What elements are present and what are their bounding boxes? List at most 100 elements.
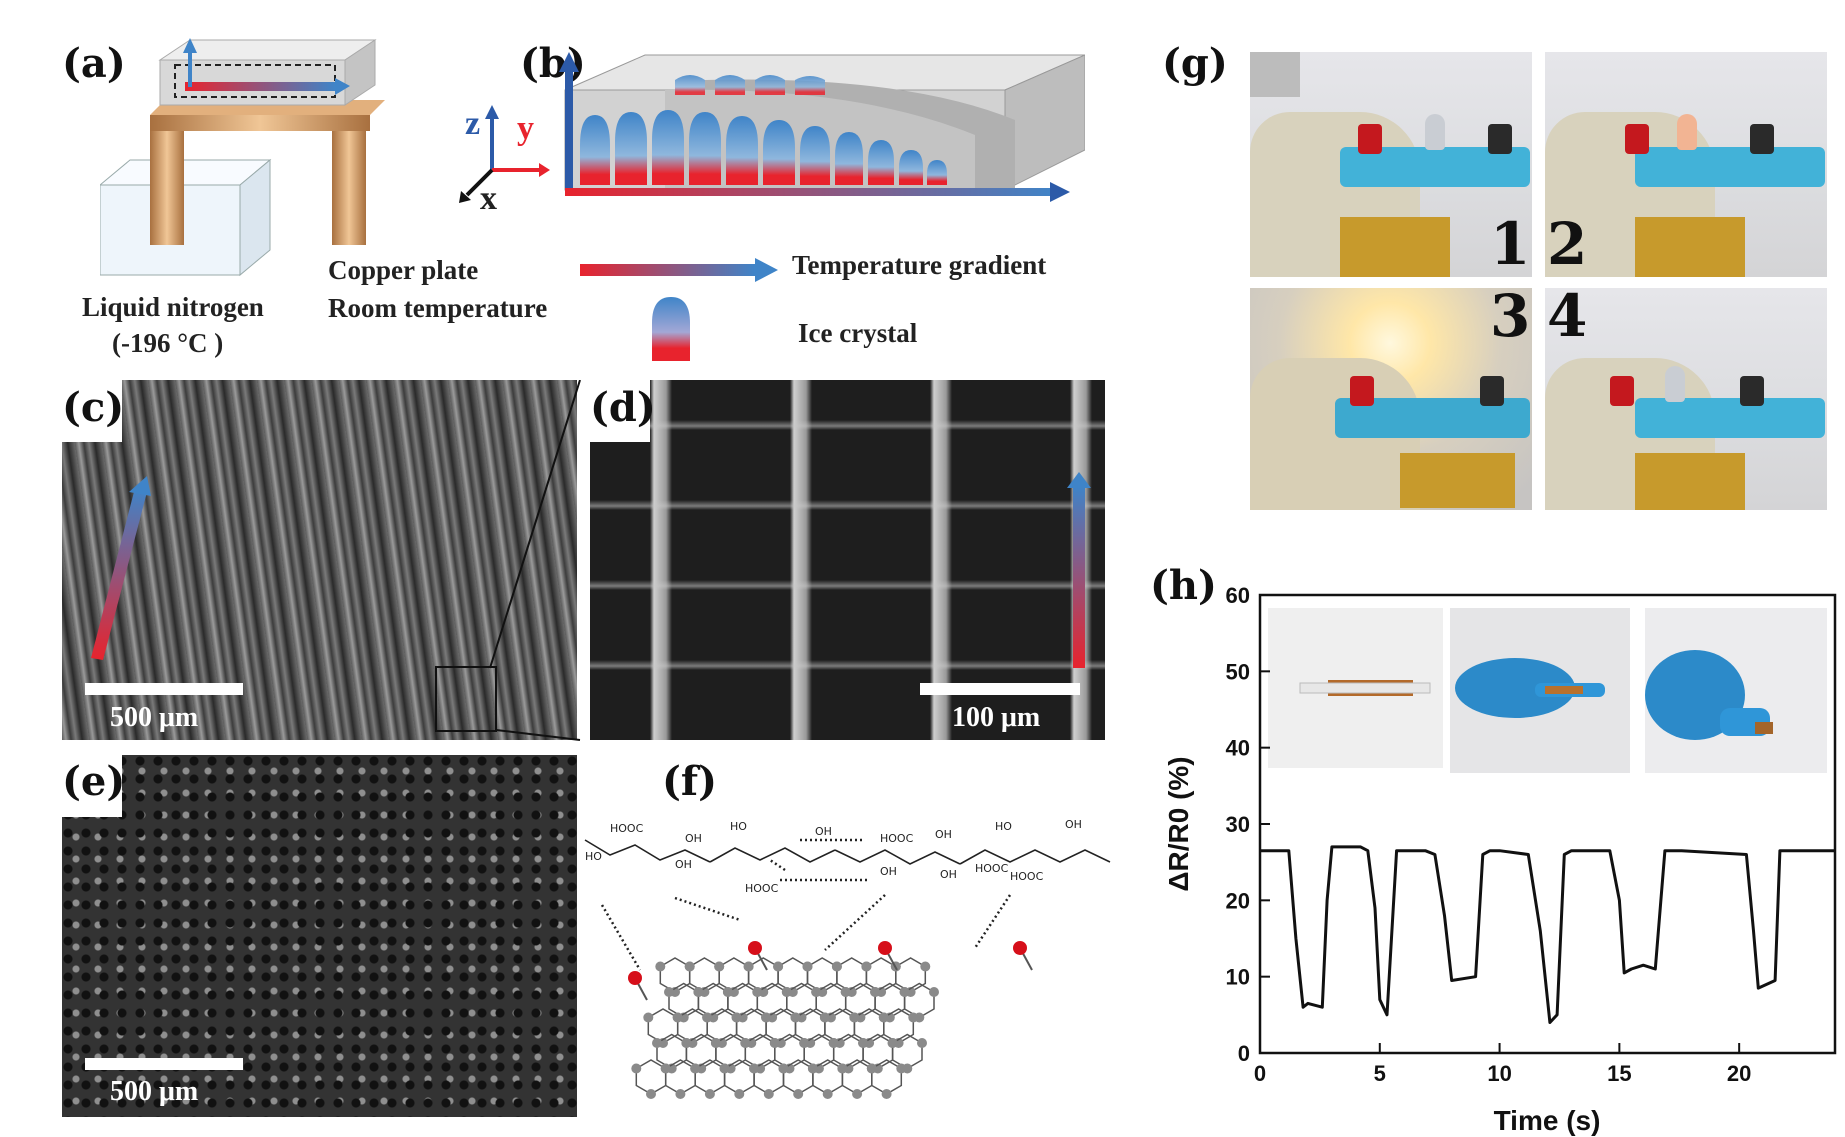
panel-d-label: (d) bbox=[590, 384, 656, 431]
graphene-ring-35 bbox=[891, 1033, 923, 1070]
photo-number-2: 2 bbox=[1547, 210, 1588, 278]
x-tick-label-2: 10 bbox=[1487, 1061, 1511, 1086]
carbon-atom bbox=[861, 961, 872, 972]
carbon-atom bbox=[749, 1063, 760, 1074]
graphene-sheet bbox=[628, 941, 1033, 1099]
demo-photo-3 bbox=[1250, 288, 1532, 510]
panel-c-label-box bbox=[62, 380, 122, 442]
room-temperature-label: Room temperature bbox=[328, 293, 548, 323]
axis-z-label: z bbox=[465, 105, 481, 142]
axis-y-label: y bbox=[517, 110, 534, 147]
graphene-ring-14 bbox=[815, 982, 847, 1019]
chem-group-1: OH bbox=[685, 832, 702, 845]
graphene-ring-42 bbox=[812, 1059, 844, 1095]
y-tick-label-2: 20 bbox=[1226, 888, 1250, 913]
carbon-atom bbox=[769, 1038, 780, 1048]
chem-group-10: HOOC bbox=[1010, 870, 1044, 883]
graphene-ring-10 bbox=[697, 982, 729, 1019]
graphene-ring-34 bbox=[862, 1033, 894, 1070]
y-tick-label-5: 50 bbox=[1226, 659, 1250, 684]
gradient-arrow-d bbox=[1067, 472, 1091, 668]
scale-text-c: 500 μm bbox=[110, 702, 199, 733]
demo-photo-2 bbox=[1545, 52, 1827, 277]
chem-group-2: HOOC bbox=[880, 832, 914, 845]
y-tick-label-0: 0 bbox=[1238, 1041, 1250, 1066]
liquid-nitrogen-label: Liquid nitrogen bbox=[82, 292, 264, 322]
demo-photo-4 bbox=[1545, 288, 1827, 510]
carbon-atom bbox=[684, 961, 695, 972]
panel-f-label: (f) bbox=[662, 758, 718, 805]
carbon-atom bbox=[822, 1089, 833, 1099]
coordinate-axes-icon bbox=[459, 105, 550, 203]
carbon-atom bbox=[655, 961, 666, 972]
chem-group-4: HOOC bbox=[745, 882, 779, 895]
carbon-atom bbox=[920, 961, 931, 972]
carbon-atom bbox=[704, 1089, 715, 1099]
x-tick-label-3: 15 bbox=[1607, 1061, 1631, 1086]
carbon-atom bbox=[887, 1038, 898, 1048]
carbon-atom bbox=[675, 1089, 686, 1099]
molecular-structure-diagram: HOOC OH HOOC OH HOOC HO OH HO OH OH HOOC… bbox=[584, 818, 1111, 1099]
x-tick-label-4: 20 bbox=[1727, 1061, 1751, 1086]
carbon-atom bbox=[660, 1063, 671, 1074]
y-tick-label-3: 30 bbox=[1226, 812, 1250, 837]
chem-group-14: HOOC bbox=[975, 862, 1009, 875]
panel-b-label: (b) bbox=[520, 40, 586, 87]
y-tick-label-4: 40 bbox=[1226, 736, 1250, 761]
oxygen-atom-3 bbox=[1013, 941, 1027, 955]
carbon-atom bbox=[672, 1012, 683, 1023]
carbon-atom bbox=[681, 1038, 692, 1048]
graphene-ring-43 bbox=[841, 1059, 873, 1095]
carbon-atom bbox=[710, 1038, 721, 1048]
graphene-ring-38 bbox=[694, 1059, 726, 1095]
carbon-atom bbox=[831, 961, 842, 972]
graphene-ring-44 bbox=[871, 1059, 903, 1095]
x-tick-label-1: 5 bbox=[1374, 1061, 1386, 1086]
carbon-atom bbox=[899, 987, 910, 997]
carbon-atom bbox=[852, 1089, 863, 1099]
graphene-ring-6 bbox=[836, 957, 868, 993]
chem-group-3: OH bbox=[815, 825, 832, 838]
scale-bar-e bbox=[85, 1058, 243, 1070]
panel-g-label: (g) bbox=[1162, 40, 1228, 87]
carbon-atom bbox=[802, 961, 813, 972]
sem-image-d bbox=[590, 380, 1105, 740]
freeze-casting-setup-illustration bbox=[100, 38, 385, 277]
panel-c-label: (c) bbox=[62, 384, 125, 431]
chart-x-label: Time (s) bbox=[1494, 1105, 1601, 1136]
graphene-ring-30 bbox=[744, 1033, 776, 1070]
graphene-ring-15 bbox=[844, 982, 876, 1019]
graphene-ring-1 bbox=[688, 957, 720, 993]
ice-crystal-label: Ice crystal bbox=[798, 318, 918, 348]
carbon-atom bbox=[790, 1012, 801, 1023]
graphene-ring-18 bbox=[647, 1008, 679, 1044]
graphene-ring-9 bbox=[668, 982, 700, 1019]
carbon-atom bbox=[690, 1063, 701, 1074]
graphene-ring-12 bbox=[756, 982, 788, 1019]
scale-bar-d bbox=[920, 683, 1080, 695]
carbon-atom bbox=[693, 987, 704, 997]
graphene-ring-4 bbox=[777, 957, 809, 993]
sem-image-e bbox=[62, 755, 577, 1117]
carbon-atom bbox=[819, 1012, 830, 1023]
liquid-nitrogen-temperature: (-196 °C ) bbox=[112, 328, 224, 358]
carbon-atom bbox=[778, 1063, 789, 1074]
chem-group-7: HO bbox=[995, 820, 1012, 833]
carbon-atom bbox=[799, 1038, 810, 1048]
carbon-atom bbox=[811, 987, 822, 997]
photo-number-3: 3 bbox=[1490, 282, 1531, 350]
carbon-atom bbox=[773, 961, 784, 972]
sem-image-c bbox=[62, 380, 577, 740]
graphene-ring-36 bbox=[635, 1059, 667, 1095]
carbon-atom bbox=[752, 987, 763, 997]
y-tick-label-6: 60 bbox=[1226, 583, 1250, 608]
carbon-atom bbox=[793, 1089, 804, 1099]
graphene-ring-2 bbox=[718, 957, 750, 993]
panel-e-label: (e) bbox=[62, 758, 126, 805]
graphene-ring-26 bbox=[883, 1008, 915, 1044]
carbon-atom bbox=[866, 1063, 877, 1074]
graphene-ring-7 bbox=[865, 957, 897, 993]
ice-crystal-legend-icon bbox=[652, 297, 690, 361]
carbon-atom bbox=[734, 1089, 745, 1099]
